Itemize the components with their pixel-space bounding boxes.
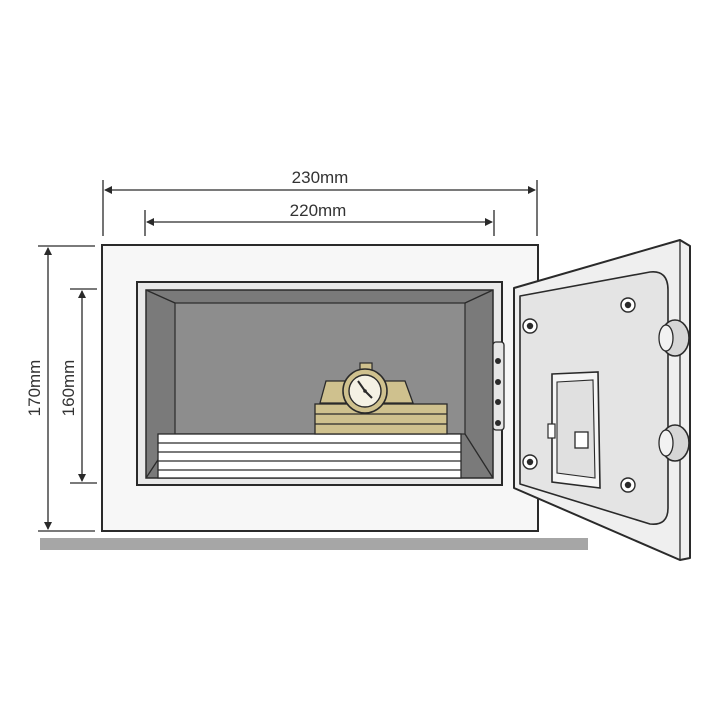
watch-icon [319,362,414,414]
door-screws [522,297,636,493]
floor-base [40,538,588,550]
inner-height-label: 160mm [59,360,78,417]
bolt-receiver [492,341,505,431]
safe-body [101,244,539,532]
inner-width-dimension: 220mm [144,201,495,236]
outer-width-dimension: 230mm [102,168,538,236]
outer-height-label: 170mm [25,360,44,417]
gold-bars [314,403,448,435]
outer-height-dimension: 170mm [25,245,95,532]
inner-width-label: 220mm [290,201,347,220]
document-stack [157,433,462,479]
keypad-icon [547,371,601,489]
safe-door [513,239,691,561]
outer-width-label: 230mm [292,168,349,187]
inner-height-dimension: 160mm [59,288,97,484]
locking-bolts [658,319,690,462]
